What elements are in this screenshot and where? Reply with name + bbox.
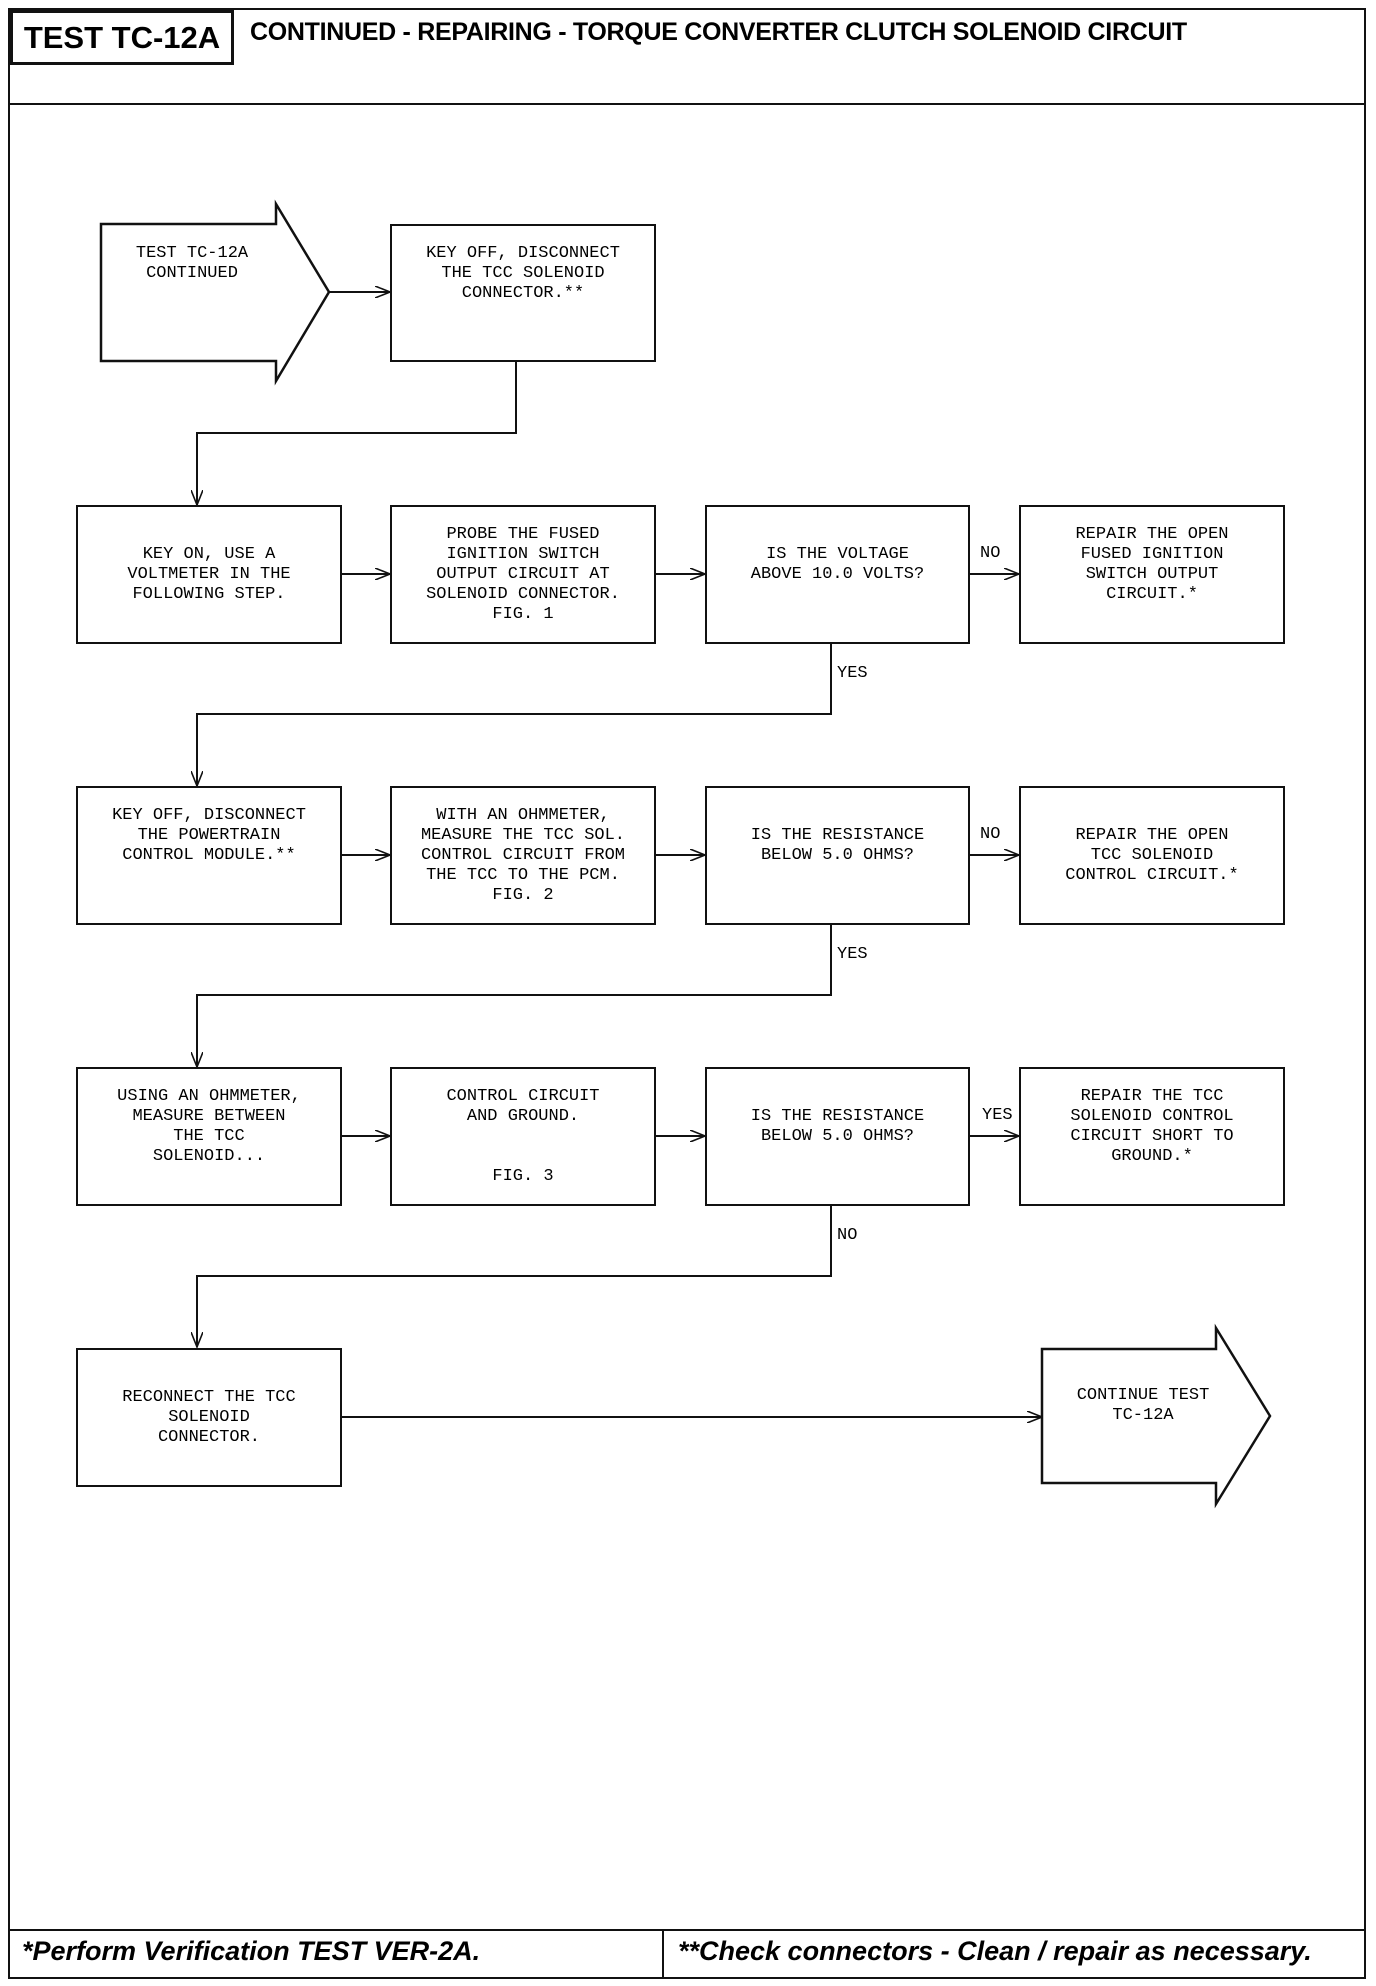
step-disconnect-tcc-connector: KEY OFF, DISCONNECT THE TCC SOLENOID CON…: [390, 224, 656, 362]
result-repair-short-to-ground: REPAIR THE TCC SOLENOID CONTROL CIRCUIT …: [1019, 1067, 1285, 1206]
footer-frame: [8, 1929, 1366, 1979]
step-control-circuit-ground: CONTROL CIRCUIT AND GROUND. FIG. 3: [390, 1067, 656, 1206]
end-arrow-shape: [1040, 1323, 1272, 1509]
result-repair-open-control: REPAIR THE OPEN TCC SOLENOID CONTROL CIR…: [1019, 786, 1285, 925]
footer-divider: [662, 1929, 664, 1979]
test-id-label: TEST TC-12A: [10, 10, 234, 65]
step-measure-between-solenoid: USING AN OHMMETER, MEASURE BETWEEN THE T…: [76, 1067, 342, 1206]
label-no-3: NO: [837, 1226, 858, 1245]
page-title: CONTINUED - REPAIRING - TORQUE CONVERTER…: [250, 18, 1187, 46]
decision-resistance-below-5-b: IS THE RESISTANCE BELOW 5.0 OHMS?: [705, 1067, 970, 1206]
label-yes-3: YES: [982, 1106, 1013, 1125]
label-no-2: NO: [980, 825, 1001, 844]
step-reconnect-tcc-connector: RECONNECT THE TCC SOLENOID CONNECTOR.: [76, 1348, 342, 1487]
decision-voltage-above-10: IS THE VOLTAGE ABOVE 10.0 VOLTS?: [705, 505, 970, 644]
start-arrow-label: TEST TC-12A CONTINUED: [135, 244, 249, 283]
step-disconnect-pcm: KEY OFF, DISCONNECT THE POWERTRAIN CONTR…: [76, 786, 342, 925]
end-arrow-label: CONTINUE TEST TC-12A: [1076, 1386, 1210, 1425]
start-arrow-shape: [99, 199, 331, 386]
step-measure-tcc-control-circuit: WITH AN OHMMETER, MEASURE THE TCC SOL. C…: [390, 786, 656, 925]
label-yes-1: YES: [837, 664, 868, 683]
label-yes-2: YES: [837, 945, 868, 964]
step-key-on-voltmeter: KEY ON, USE A VOLTMETER IN THE FOLLOWING…: [76, 505, 342, 644]
result-repair-open-ignition: REPAIR THE OPEN FUSED IGNITION SWITCH OU…: [1019, 505, 1285, 644]
step-probe-fused-ignition: PROBE THE FUSED IGNITION SWITCH OUTPUT C…: [390, 505, 656, 644]
footer-note-connectors: **Check connectors - Clean / repair as n…: [678, 1936, 1312, 1966]
footer-note-verification: *Perform Verification TEST VER-2A.: [22, 1936, 481, 1966]
label-no-1: NO: [980, 544, 1001, 563]
decision-resistance-below-5-a: IS THE RESISTANCE BELOW 5.0 OHMS?: [705, 786, 970, 925]
